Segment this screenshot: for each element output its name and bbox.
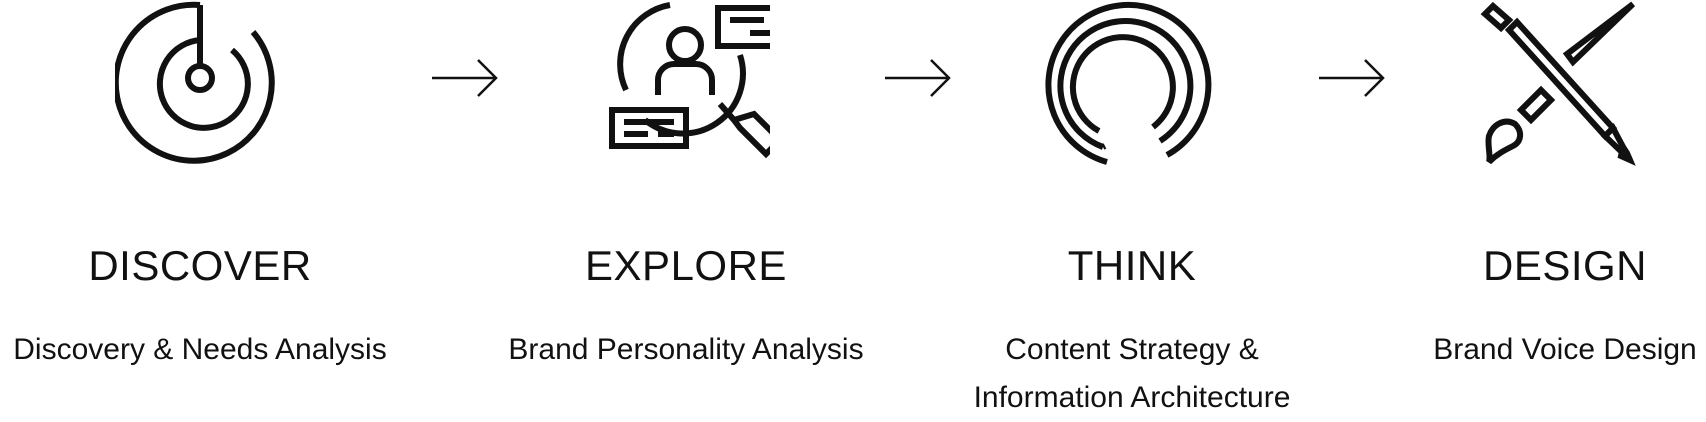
step-description-line: Information Architecture: [973, 381, 1291, 414]
person-magnifier-icon: [600, 0, 770, 170]
step-description-line: Brand Personality Analysis: [508, 333, 864, 366]
step-description: Brand Personality Analysis: [476, 326, 896, 374]
concentric-arcs-icon: [1045, 0, 1215, 170]
step-description-line: Discovery & Needs Analysis: [13, 333, 387, 366]
step-description-line: Content Strategy &: [1005, 333, 1259, 366]
radar-icon: [115, 0, 285, 170]
step-title: THINK: [1067, 242, 1197, 289]
step-title: DISCOVER: [88, 242, 312, 289]
step-description: Discovery & Needs Analysis: [0, 326, 410, 374]
pencil-brush-icon: [1475, 0, 1645, 170]
step-title: EXPLORE: [585, 242, 787, 289]
step-description-line: Brand Voice Design: [1433, 333, 1697, 366]
arrow-right-icon: [883, 58, 953, 98]
step-description: Content Strategy & Information Architect…: [922, 326, 1342, 422]
arrow-right-icon: [430, 58, 500, 98]
step-title: DESIGN: [1482, 242, 1648, 289]
step-description: Brand Voice Design: [1355, 326, 1706, 374]
arrow-right-icon: [1317, 58, 1387, 98]
